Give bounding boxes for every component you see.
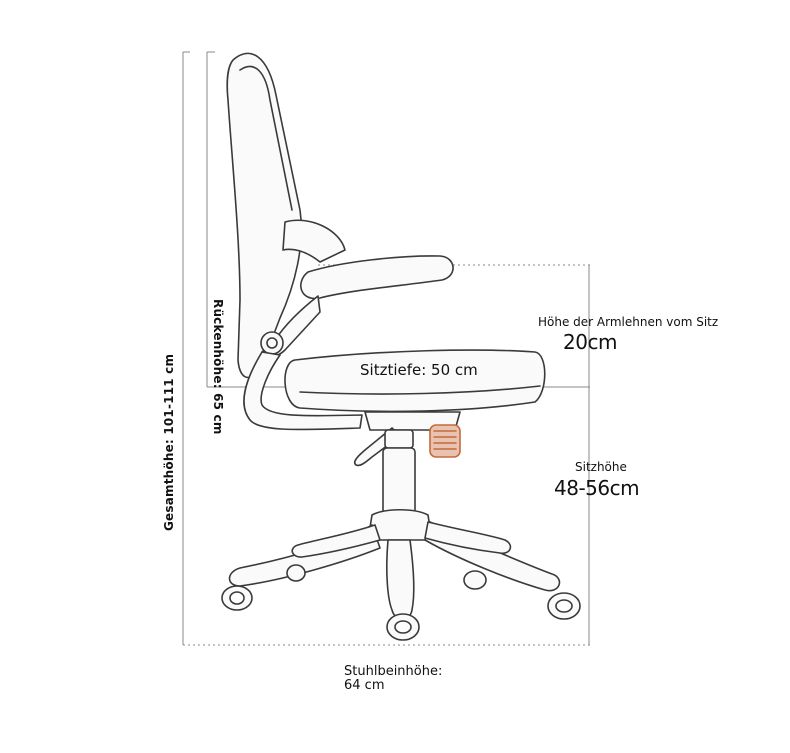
- back-height-label: Rückenhöhe: 65 cm: [211, 299, 225, 435]
- caster-left: [221, 585, 253, 611]
- side-frame: [243, 351, 363, 431]
- total-height-label: Gesamthöhe: 101-111 cm: [162, 353, 176, 531]
- leg-back-left: [291, 524, 381, 558]
- adjustment-knob: [429, 424, 461, 458]
- leg-height-line2: 64 cm: [344, 678, 385, 693]
- armrest-height-title: Höhe der Armlehnen vom Sitz: [538, 315, 719, 329]
- caster-back-right: [463, 570, 487, 590]
- seat-height-value: 48-56cm: [554, 476, 640, 500]
- leg-height-label: Stuhlbeinhöhe: 64 cm: [344, 665, 442, 693]
- chair-outline: [221, 52, 581, 641]
- gas-cylinder: [384, 429, 414, 449]
- caster-front: [386, 613, 420, 641]
- caster-right: [547, 592, 581, 620]
- lumbar-pad: [282, 219, 346, 263]
- armrest-height-value: 20cm: [563, 330, 617, 354]
- seat-cushion: [284, 349, 546, 413]
- seat-depth-label: Sitztiefe: 50 cm: [360, 361, 478, 379]
- armrest: [300, 255, 454, 300]
- backrest: [226, 52, 303, 379]
- leg-height-line1: Stuhlbeinhöhe:: [344, 664, 443, 679]
- caster-back-left: [286, 564, 306, 582]
- leg-front-center: [386, 539, 415, 620]
- seat-height-title: Sitzhöhe: [575, 460, 627, 474]
- leg-back-right: [424, 521, 512, 555]
